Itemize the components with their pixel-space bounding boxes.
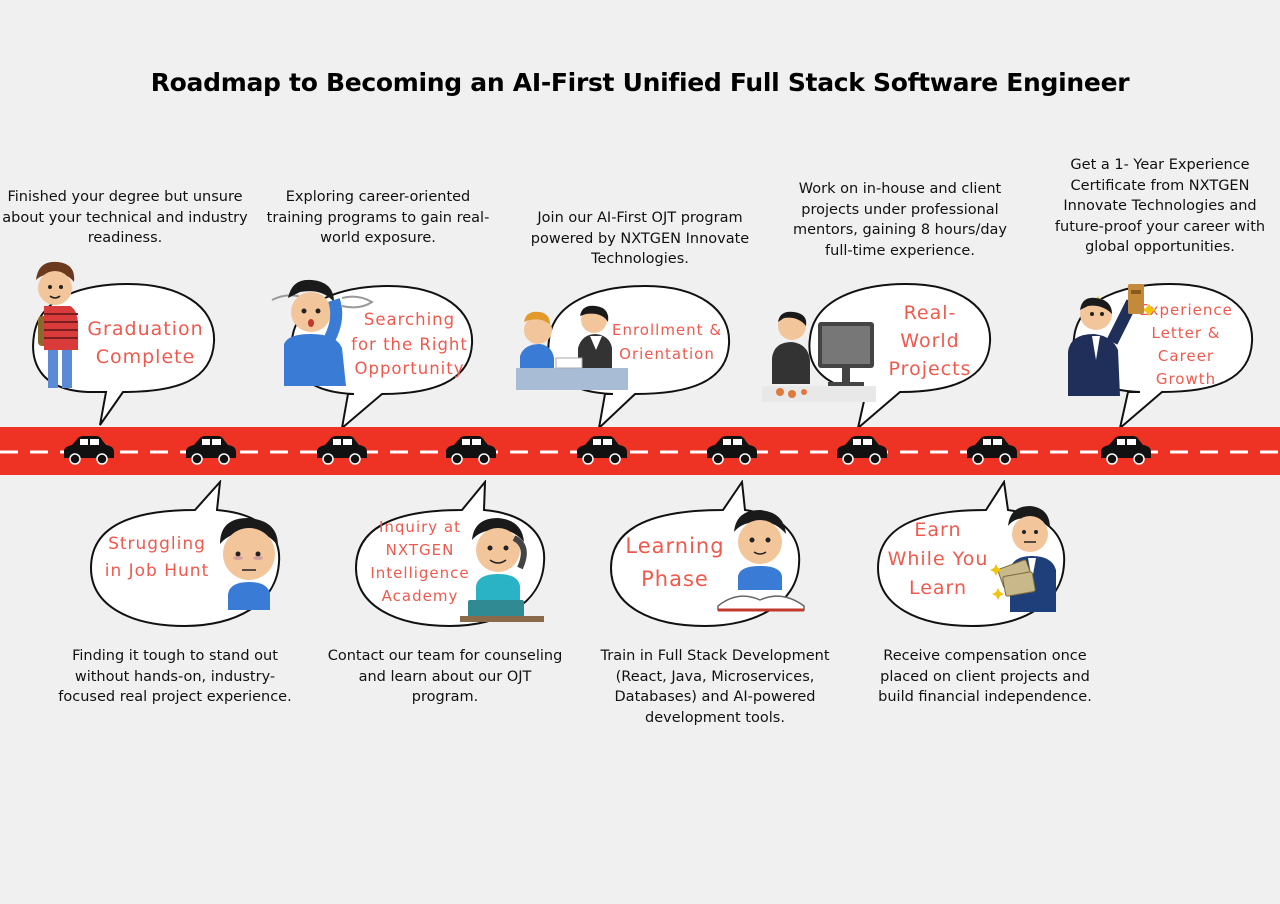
step-description: Finding it tough to stand out without ha… xyxy=(58,648,292,705)
step-description: Train in Full Stack Development (React, … xyxy=(600,648,830,726)
phone-inquiry-illustration xyxy=(460,518,544,622)
car-icon xyxy=(317,436,367,465)
step-description: Receive compensation once placed on clie… xyxy=(878,648,1092,705)
car-icon xyxy=(577,436,627,465)
speech-bubble xyxy=(808,282,992,430)
step-description: Get a 1- Year Experience Certificate fro… xyxy=(1054,157,1266,255)
car-icon xyxy=(837,436,887,465)
enrollment-illustration xyxy=(516,305,628,390)
step-description: Exploring career-oriented training progr… xyxy=(266,189,490,246)
step-label: Enrollment &Orientation xyxy=(611,321,723,363)
car-icon xyxy=(64,436,114,465)
step-description: Finished your degree but unsure about yo… xyxy=(2,189,248,246)
money-earner-illustration xyxy=(990,506,1056,612)
graduate-illustration xyxy=(36,261,78,388)
searching-person-illustration xyxy=(271,279,374,386)
certificate-holder-illustration xyxy=(1068,284,1156,396)
reading-book-illustration xyxy=(717,510,805,612)
car-icon xyxy=(967,436,1017,465)
step-description: Work on in-house and client projects und… xyxy=(792,181,1008,259)
page-title: Roadmap to Becoming an AI-First Unified … xyxy=(150,68,1130,97)
speech-bubble xyxy=(32,282,216,426)
computer-worker-illustration xyxy=(762,311,876,402)
car-icon xyxy=(446,436,496,465)
struggling-person-illustration xyxy=(220,518,278,610)
car-icon xyxy=(1101,436,1151,465)
car-icon xyxy=(186,436,236,465)
step-description: Join our AI-First OJT program powered by… xyxy=(530,210,750,267)
step-description: Contact our team for counseling and lear… xyxy=(327,648,563,705)
car-icon xyxy=(707,436,757,465)
